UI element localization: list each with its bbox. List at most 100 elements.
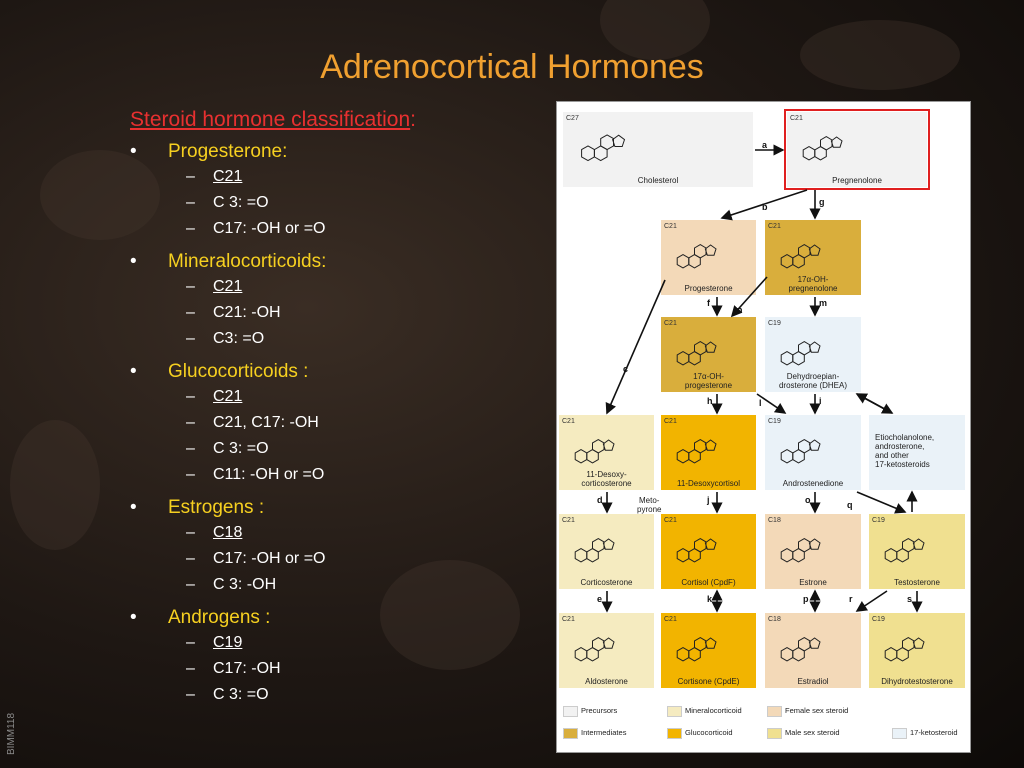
category-label: Mineralocorticoids: bbox=[130, 250, 530, 274]
category-subitem: –C21 bbox=[130, 274, 530, 300]
structure-oh_pregnenolone-ring-d bbox=[808, 244, 821, 256]
structure-cholesterol-ring-d bbox=[612, 134, 626, 147]
category-label: Estrogens : bbox=[130, 496, 530, 520]
arrow-label-o: o bbox=[805, 495, 811, 505]
structure-dihydrotestosterone-ring-d bbox=[912, 637, 925, 649]
category-subitem: –C 3: =O bbox=[130, 436, 530, 462]
structure-androstenedione-ring-d bbox=[808, 439, 821, 451]
legend-label: 17-ketosteroid bbox=[910, 728, 958, 737]
legend-swatch bbox=[563, 728, 578, 739]
compound-name: Progesterone bbox=[684, 284, 733, 293]
arrow-ketosteroid-out bbox=[855, 393, 893, 414]
compound-name: Dihydrotestosterone bbox=[881, 677, 953, 686]
dash-marker: – bbox=[186, 466, 195, 483]
category-label: Androgens : bbox=[130, 606, 530, 630]
compound-name: Estrone bbox=[799, 578, 827, 587]
subitem-text: C 3: -OH bbox=[213, 576, 277, 593]
compound-box-progesterone bbox=[661, 220, 756, 295]
category-subitem: –C17: -OH or =O bbox=[130, 216, 530, 242]
dash-marker: – bbox=[186, 634, 195, 651]
compound-box-pregnenolone bbox=[787, 112, 927, 187]
compound-box-cortisol bbox=[661, 514, 756, 589]
arrow-label-l: l bbox=[759, 398, 762, 408]
carbon-count-label: C21 bbox=[562, 517, 575, 524]
category-subitem: –C 3: =O bbox=[130, 190, 530, 216]
category-item: Androgens :–C19–C17: -OH–C 3: =O bbox=[130, 606, 530, 708]
compound-box-desoxycorticosterone bbox=[559, 415, 654, 490]
category-list: Progesterone:–C21–C 3: =O–C17: -OH or =O… bbox=[130, 140, 530, 708]
carbon-count-label: C21 bbox=[664, 616, 677, 623]
structure-pregnenolone-ring-d bbox=[830, 136, 843, 148]
classification-panel: Steroid hormone classification: Progeste… bbox=[130, 108, 530, 708]
category-subitem: –C 3: -OH bbox=[130, 572, 530, 598]
category-subitem: –C3: =O bbox=[130, 326, 530, 352]
classification-heading: Steroid hormone classification: bbox=[130, 108, 530, 132]
category-subitem: –C17: -OH or =O bbox=[130, 546, 530, 572]
dash-marker: – bbox=[186, 660, 195, 677]
bg-blob bbox=[800, 20, 960, 90]
arrow-label-f: f bbox=[707, 298, 710, 308]
subitem-text: C18 bbox=[213, 524, 243, 541]
dash-marker: – bbox=[186, 194, 195, 211]
heading-colon: : bbox=[410, 108, 416, 131]
carbon-count-label: C21 bbox=[562, 616, 575, 623]
arrow-label-a: a bbox=[762, 140, 768, 150]
compound-name: 17α-OH- pregnenolone bbox=[788, 275, 838, 293]
legend-swatch bbox=[667, 728, 682, 739]
arrow-label-n: n bbox=[737, 305, 743, 315]
arrow-label-h: h bbox=[707, 396, 713, 406]
category-subitem: –C21, C17: -OH bbox=[130, 410, 530, 436]
arrow-q bbox=[856, 491, 907, 514]
legend-label: Intermediates bbox=[581, 728, 627, 737]
category-subitem: – C17: -OH bbox=[130, 656, 530, 682]
arrow-label-g: g bbox=[819, 197, 825, 207]
carbon-count-label: C19 bbox=[872, 616, 885, 623]
category-subitem: – C21 bbox=[130, 384, 530, 410]
subitem-text: C17: -OH bbox=[213, 660, 281, 677]
arrow-b bbox=[720, 189, 808, 221]
category-item: Estrogens : – C18 –C17: -OH or =O–C 3: -OH bbox=[130, 496, 530, 598]
compound-name: Dehydroepian- drosterone (DHEA) bbox=[778, 372, 848, 390]
compound-box-corticosterone bbox=[559, 514, 654, 589]
compound-box-desoxycortisol bbox=[661, 415, 756, 490]
compound-name: Cholesterol bbox=[637, 176, 679, 185]
subitem-text: C21, C17: -OH bbox=[213, 414, 319, 431]
arrow-label-d: d bbox=[597, 495, 603, 505]
dash-marker: – bbox=[186, 330, 195, 347]
legend-label: Glucocorticoid bbox=[685, 728, 733, 737]
category-item: Progesterone:–C21–C 3: =O–C17: -OH or =O bbox=[130, 140, 530, 242]
structure-estrone-ring-d bbox=[808, 538, 821, 550]
compound-name: Cortisol (CpdF) bbox=[681, 578, 736, 587]
compound-name: Pregnenolone bbox=[832, 176, 882, 185]
legend-label: Precursors bbox=[581, 706, 618, 715]
compound-box-cortisone bbox=[661, 613, 756, 688]
arrow-label-e: e bbox=[597, 594, 603, 604]
category-label: Progesterone: bbox=[130, 140, 530, 164]
legend-swatch bbox=[767, 706, 782, 717]
legend-label: Female sex steroid bbox=[785, 706, 849, 715]
category-subitem: –C21 bbox=[130, 164, 530, 190]
dash-marker: – bbox=[186, 304, 195, 321]
dash-marker: – bbox=[186, 388, 195, 405]
arrow-c bbox=[605, 279, 666, 415]
category-subitem: –C19 bbox=[130, 630, 530, 656]
compound-name: Cortisone (CpdE) bbox=[677, 677, 740, 686]
subitem-text: C17: -OH or =O bbox=[213, 220, 326, 237]
dash-marker: – bbox=[186, 524, 195, 541]
subitem-text: C11: -OH or =O bbox=[213, 466, 325, 483]
arrow-r bbox=[855, 590, 888, 612]
arrow-label-c: c bbox=[623, 364, 629, 374]
dash-marker: – bbox=[186, 278, 195, 295]
compound-box-aldosterone bbox=[559, 613, 654, 688]
metopyrone-label: Meto- pyrone bbox=[637, 496, 662, 514]
dash-marker: – bbox=[186, 686, 195, 703]
compound-name: 11-Desoxycortisol bbox=[677, 479, 740, 488]
subitem-text: C21 bbox=[213, 388, 243, 405]
category-label: Glucocorticoids : bbox=[130, 360, 530, 384]
category-subitem: – C18 bbox=[130, 520, 530, 546]
compound-name: Estradiol bbox=[797, 677, 829, 686]
arrow-l bbox=[756, 393, 787, 414]
compound-name: Testosterone bbox=[894, 578, 940, 587]
carbon-count-label: C18 bbox=[768, 517, 781, 524]
carbon-count-label: C19 bbox=[768, 320, 781, 327]
